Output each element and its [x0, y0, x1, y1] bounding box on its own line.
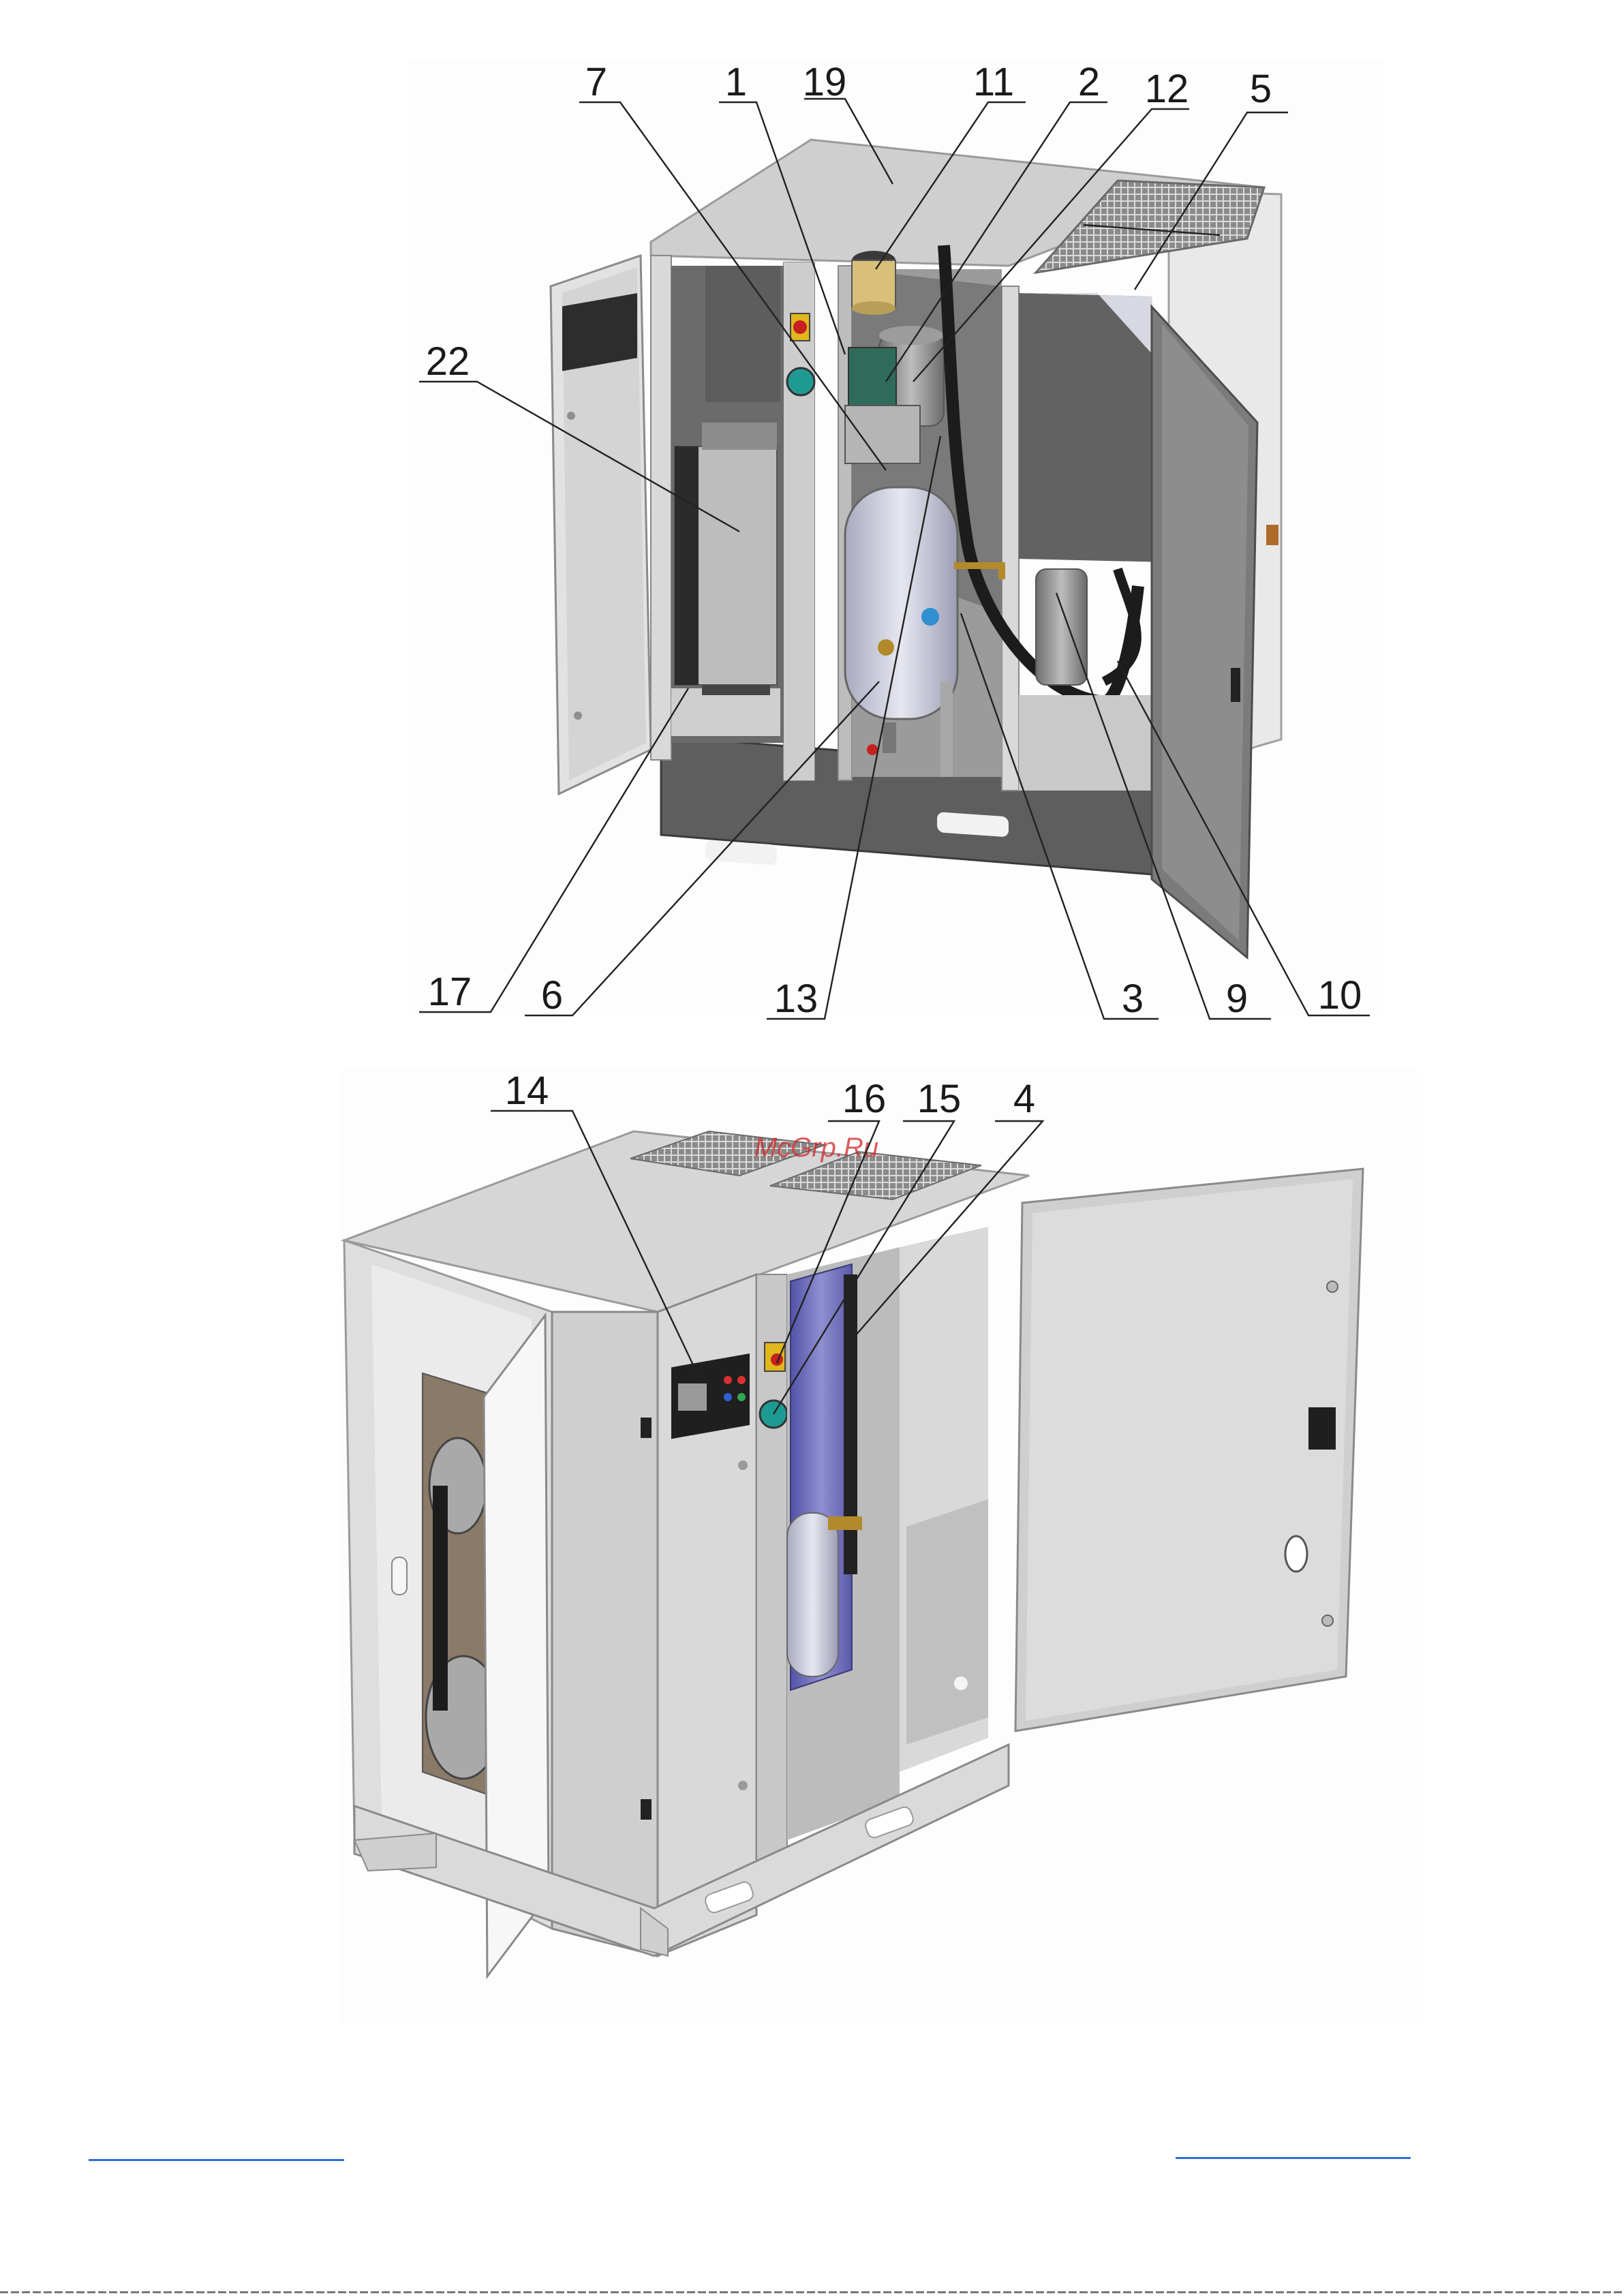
panel-bolt	[738, 1460, 748, 1470]
tank-leg-right	[940, 682, 953, 777]
door-bolt-1	[567, 412, 575, 420]
tank-port-brass	[878, 639, 894, 656]
terminal-strip	[702, 685, 770, 695]
front-panel	[552, 1312, 658, 1956]
callout-4: 4	[1013, 1077, 1035, 1121]
brass-fitting	[828, 1516, 862, 1530]
panel-bolt-2	[738, 1781, 748, 1790]
door-fan-box	[562, 293, 637, 371]
callout-9: 9	[1226, 977, 1248, 1021]
footer-link-right[interactable]	[1176, 2157, 1411, 2159]
inner-wall-panel	[906, 1499, 988, 1745]
frame-post-left	[651, 256, 671, 760]
callout-14: 14	[505, 1069, 549, 1113]
callout-7: 7	[585, 60, 607, 104]
cooler-bay-floor	[1019, 695, 1169, 791]
callout-22: 22	[426, 339, 470, 384]
right-door-inner	[1162, 324, 1248, 940]
frame-post-right	[1002, 286, 1019, 791]
door-latch	[1327, 1281, 1338, 1292]
page-bottom-border	[0, 2291, 1624, 2293]
callout-11: 11	[973, 60, 1014, 104]
control-button-green	[737, 1393, 746, 1401]
air-filter-base	[852, 301, 895, 315]
door-latch-2	[1322, 1615, 1333, 1626]
callout-3: 3	[1122, 977, 1144, 1021]
valve-icon	[771, 1353, 783, 1366]
right-door-inner	[1026, 1179, 1353, 1721]
bay-floor	[671, 688, 780, 736]
inverter-top	[702, 423, 777, 450]
gauge-icon	[787, 368, 814, 395]
tank-port-blue	[921, 608, 939, 626]
footer-link-left[interactable]	[89, 2159, 344, 2161]
callout-1: 1	[725, 60, 747, 104]
bottom-figure: McGrp.Ru	[341, 1069, 1418, 2024]
hinge-icon	[641, 1418, 652, 1438]
screw-block-housing	[845, 405, 920, 463]
callout-10: 10	[1318, 973, 1362, 1017]
callout-5: 5	[1250, 67, 1272, 111]
air-filter-body	[852, 260, 895, 308]
bay-back-panel	[705, 266, 780, 402]
tank-bottom	[787, 1513, 838, 1677]
callout-13: 13	[774, 977, 818, 1021]
callout-16: 16	[842, 1077, 887, 1121]
callout-17: 17	[428, 970, 472, 1014]
hinge-icon	[1231, 668, 1240, 702]
hinge-icon-2	[641, 1799, 652, 1820]
watermark: McGrp.Ru	[754, 1133, 878, 1163]
control-button-blue	[724, 1393, 732, 1401]
control-display	[678, 1383, 707, 1411]
top-figure: 7 1 19 11 2 12 5 22 17 6 13 3 9 10	[409, 60, 1383, 1021]
inner-wall-hole	[954, 1677, 968, 1690]
callout-6: 6	[541, 973, 563, 1017]
outlet-fitting	[1266, 525, 1278, 545]
callout-2: 2	[1078, 60, 1100, 104]
callout-19: 19	[803, 60, 847, 104]
control-button-red	[724, 1376, 732, 1384]
drain-valve	[867, 744, 878, 755]
valve-icon	[793, 320, 807, 334]
handle-icon	[1308, 1407, 1336, 1450]
inverter-side	[675, 446, 699, 685]
oil-filter	[1036, 569, 1087, 685]
handle-icon	[392, 1557, 407, 1595]
door-vent-hole	[1285, 1536, 1307, 1572]
base-foot	[354, 1833, 436, 1871]
callout-12: 12	[1145, 67, 1189, 111]
door-bolt-2	[574, 711, 582, 720]
control-button-red-2	[737, 1376, 746, 1384]
tank-drain	[883, 722, 896, 753]
callout-15: 15	[917, 1077, 962, 1121]
belt	[433, 1486, 448, 1711]
